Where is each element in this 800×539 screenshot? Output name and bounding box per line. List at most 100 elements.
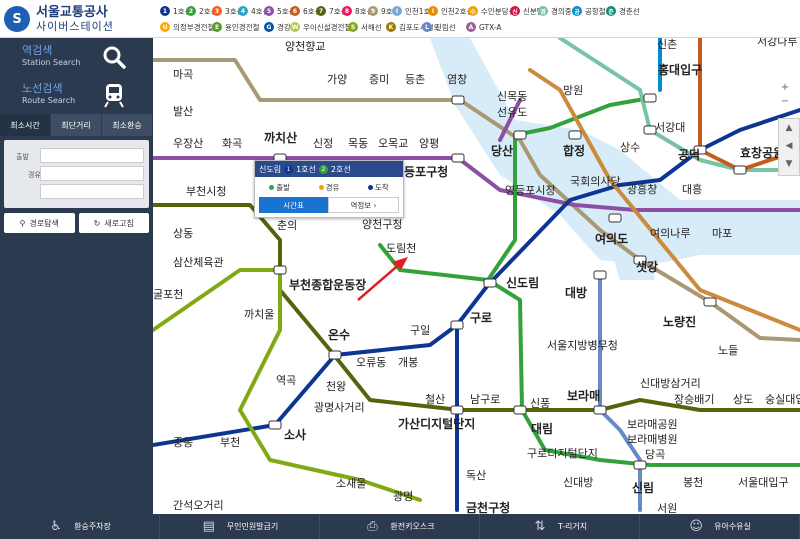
station-label[interactable]: 광명사거리 <box>314 401 365 414</box>
station-label[interactable]: 역곡 <box>276 374 296 387</box>
station-label[interactable]: 서강나루 <box>757 38 797 48</box>
set-departure-button[interactable]: 출발 <box>269 182 290 193</box>
station-label[interactable]: 양천구청 <box>362 217 402 231</box>
station-label[interactable]: 오류동 <box>356 356 386 369</box>
station-label[interactable]: 보라매공원 <box>627 418 678 431</box>
transfer-station-marker[interactable] <box>568 130 582 140</box>
station-label[interactable]: 소새울 <box>336 477 366 490</box>
station-label[interactable]: 오목교 <box>378 137 408 150</box>
station-label[interactable]: 신목동 <box>497 90 527 103</box>
station-label[interactable]: 신도림 <box>506 275 539 290</box>
station-label[interactable]: 상동 <box>173 227 193 240</box>
station-label[interactable]: 광명 <box>393 490 413 503</box>
station-info-button[interactable]: 역정보 › <box>328 197 399 213</box>
station-label[interactable]: 발산 <box>173 105 193 118</box>
transfer-station-marker[interactable] <box>733 165 747 175</box>
station-label[interactable]: 대방 <box>565 285 587 300</box>
station-label[interactable]: 당곡 <box>645 448 665 461</box>
station-label[interactable]: 합정 <box>563 143 585 158</box>
transfer-station-marker[interactable] <box>593 405 607 415</box>
station-search-button[interactable]: 역검색 Station Search <box>0 38 153 76</box>
station-label[interactable]: 서울지방병무청 <box>547 339 618 352</box>
station-label[interactable]: 개봉 <box>398 356 418 369</box>
station-label[interactable]: 구로디지털단지 <box>527 447 598 460</box>
bottom-item[interactable]: ♿환승주차장 <box>0 514 160 539</box>
station-label[interactable]: 서원 <box>657 502 677 514</box>
station-label[interactable]: 부천시청 <box>186 184 226 198</box>
station-label[interactable]: 마곡 <box>173 68 193 81</box>
station-label[interactable]: 망원 <box>563 84 583 97</box>
pan-down-button[interactable]: ▼ <box>785 159 793 169</box>
station-label[interactable]: 샛강 <box>636 259 658 274</box>
transfer-station-marker[interactable] <box>268 420 282 430</box>
bottom-item[interactable]: ⎙환전키오스크 <box>320 514 480 539</box>
station-label[interactable]: 공덕 <box>678 147 700 162</box>
transfer-station-marker[interactable] <box>703 297 717 307</box>
station-label[interactable]: 노량진 <box>663 314 696 329</box>
transfer-station-marker[interactable] <box>451 153 465 163</box>
transfer-station-marker[interactable] <box>513 405 527 415</box>
station-label[interactable]: 까치산 <box>264 130 297 145</box>
transfer-station-marker[interactable] <box>328 350 342 360</box>
station-label[interactable]: 여의도 <box>595 231 628 246</box>
station-label[interactable]: 선유도 <box>497 106 527 119</box>
station-label[interactable]: 까치울 <box>244 308 274 321</box>
zoom-out-button[interactable]: − <box>780 95 790 107</box>
station-label[interactable]: 목동 <box>348 137 368 150</box>
pan-up-button[interactable]: ▲ <box>785 123 793 133</box>
set-via-button[interactable]: 경유 <box>318 182 339 193</box>
transfer-station-marker[interactable] <box>450 320 464 330</box>
station-label[interactable]: 남구로 <box>470 393 500 406</box>
transfer-station-marker[interactable] <box>593 270 607 280</box>
station-label[interactable]: 여의나루 <box>650 227 690 240</box>
station-label[interactable]: 보라매 <box>567 388 600 403</box>
transfer-station-marker[interactable] <box>483 278 497 288</box>
station-label[interactable]: 화곡 <box>222 137 242 150</box>
station-label[interactable]: 천왕 <box>326 379 346 393</box>
station-label[interactable]: 보라매병원 <box>627 433 678 446</box>
station-label[interactable]: 구일 <box>410 323 430 337</box>
station-label[interactable]: 서울대입구 <box>738 476 789 489</box>
transfer-station-marker[interactable] <box>633 255 647 265</box>
route-search-button[interactable]: 노선검색 Route Search <box>0 76 153 114</box>
bottom-item[interactable]: ☺유아수유실 <box>640 514 800 539</box>
tab-shortest-distance[interactable]: 최단거리 <box>51 114 102 136</box>
station-label[interactable]: 상수 <box>620 141 640 154</box>
station-label[interactable]: 독산 <box>466 469 486 482</box>
timetable-button[interactable]: 시간표 <box>259 197 328 213</box>
station-label[interactable]: 양천향교 <box>285 39 325 53</box>
transfer-station-marker[interactable] <box>608 213 622 223</box>
station-label[interactable]: 양평 <box>419 137 439 150</box>
to-input[interactable] <box>40 184 144 199</box>
station-label[interactable]: 신림 <box>632 480 654 495</box>
station-label[interactable]: 대림 <box>531 422 553 436</box>
station-label[interactable]: 가산디지털단지 <box>398 416 475 431</box>
station-label[interactable]: 중동 <box>173 436 193 449</box>
station-label[interactable]: 상도 <box>733 393 753 406</box>
route-search-submit-button[interactable]: ⚲ 경로탐색 <box>4 213 75 233</box>
transfer-station-marker[interactable] <box>633 460 647 470</box>
station-label[interactable]: 신대방삼거리 <box>640 377 701 390</box>
station-label[interactable]: 광흥창 <box>627 182 657 196</box>
station-label[interactable]: 당산 <box>491 143 513 158</box>
station-label[interactable]: 철산 <box>425 393 445 406</box>
station-label[interactable]: 등촌 <box>405 73 425 86</box>
transfer-station-marker[interactable] <box>451 95 465 105</box>
